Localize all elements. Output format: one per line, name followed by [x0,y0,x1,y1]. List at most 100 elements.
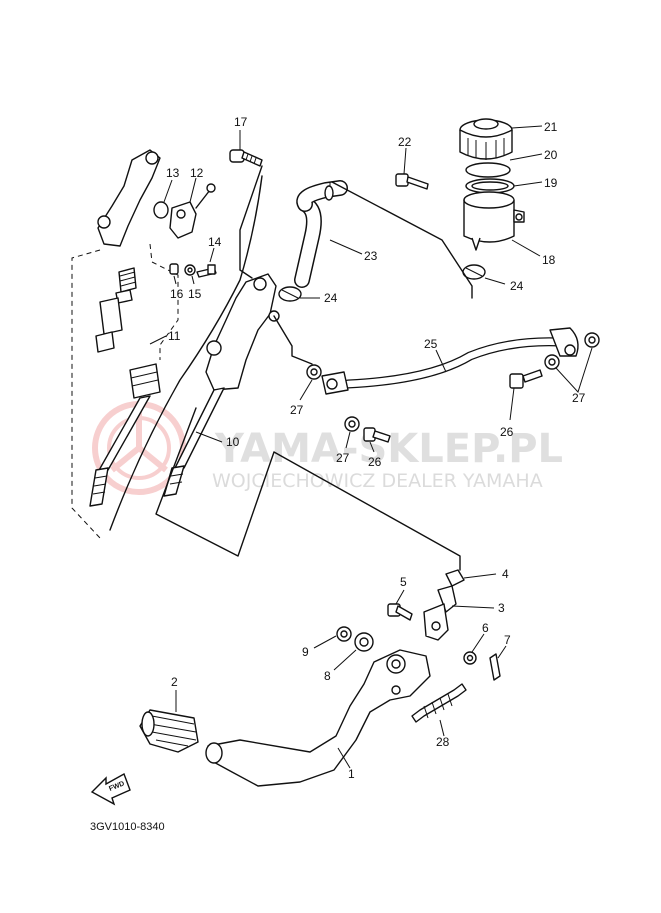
watermark-subtitle: WOJCIECHOWICZ DEALER YAMAHA [212,470,543,492]
label-part-20: 20 [544,148,558,162]
label-part-27-middle: 27 [336,451,350,465]
leader-5 [395,589,405,605]
brake-pedal-1 [205,649,431,787]
joint-12 [169,183,216,239]
leader-27b [345,431,351,449]
leader-1 [337,747,351,769]
label-part-16: 16 [170,287,184,301]
union-bolt-26-right [509,369,543,389]
leader-26a [369,441,375,453]
label-part-22: 22 [398,135,412,149]
label-part-18: 18 [542,253,556,267]
label-part-3: 3 [498,601,505,615]
label-part-26-right: 26 [500,425,514,439]
leader-3 [451,605,495,609]
label-part-28: 28 [436,735,450,749]
master-cylinder-10 [163,273,280,497]
assembly-11-bracket [109,175,263,531]
label-part-4: 4 [502,567,509,581]
hose-guide-line [273,315,313,365]
clevis-3 [423,585,457,641]
leader-19 [513,181,543,187]
leader-27a [299,379,313,401]
leader-20 [509,153,543,161]
push-rod-assembly [89,363,161,507]
leader-25 [435,349,447,373]
label-part-9: 9 [302,645,309,659]
label-part-26-left: 26 [368,455,382,469]
leader-18 [511,239,541,257]
bolt-14 [196,264,217,278]
pedal-guide-line [155,407,461,571]
master-cylinder-bracket [97,149,161,247]
label-part-17: 17 [234,115,248,129]
label-part-23: 23 [364,249,378,263]
leader-22 [403,147,407,175]
nut-4 [445,569,465,587]
footrest-rubber-2 [139,709,199,753]
washer-27-a [306,364,322,380]
washer-15 [184,264,196,276]
label-part-19: 19 [544,176,558,190]
leader-13 [163,179,173,203]
washer-27-b [344,416,360,432]
leader-24b [484,277,506,285]
spring-cup [95,267,137,353]
union-bolt-26-left [363,427,391,443]
washer-8 [354,632,374,652]
washer-9 [336,626,352,642]
reservoir-cap-21 [459,118,513,160]
leader-11 [149,335,167,345]
label-part-8: 8 [324,669,331,683]
label-part-14: 14 [208,235,222,249]
hose-clip-24-left [278,286,302,302]
bolt-17 [229,149,263,167]
reservoir-guide-line [331,181,473,299]
leader-9 [313,635,337,649]
reservoir-tank-18 [463,191,525,251]
leader-10 [195,431,223,443]
leader-14 [209,247,215,263]
diaphragm-20 [465,162,511,178]
label-part-24-upper: 24 [324,291,338,305]
washer-27-d [584,332,600,348]
label-part-6: 6 [482,621,489,635]
label-part-24-reservoir: 24 [510,279,524,293]
gasket-19 [465,178,515,194]
leader-16 [173,275,177,285]
pin-5 [387,603,413,621]
label-part-25: 25 [424,337,438,351]
label-part-7: 7 [504,633,511,647]
leader-12 [189,177,197,203]
label-part-10: 10 [226,435,240,449]
leader-15 [191,275,195,285]
leader-26b [509,387,515,421]
label-part-15: 15 [188,287,202,301]
leader-21 [511,125,543,129]
nut-16 [169,263,179,275]
label-part-21: 21 [544,120,558,134]
hose-clip-24-right [462,264,486,280]
leader-27c [555,347,593,393]
brake-hose-25 [321,327,579,395]
leader-8 [333,649,357,671]
bolt17-guide-line [239,165,263,279]
label-part-2: 2 [171,675,178,689]
label-part-5: 5 [400,575,407,589]
label-part-11: 11 [168,329,181,343]
reservoir-hose-23 [294,180,348,288]
watermark-title: YAMA-SKLEP.PL [214,426,563,472]
cotter-pin-7 [489,653,501,681]
leader-4 [463,573,497,579]
label-part-27-left: 27 [290,403,304,417]
label-part-12: 12 [190,166,204,180]
label-part-13: 13 [166,166,180,180]
leader-6 [471,633,485,653]
leader-7 [497,645,507,659]
leader-28 [439,719,445,737]
return-spring-28 [411,683,467,723]
front-arrow-icon: FWD [90,772,131,806]
washer-6 [463,651,477,665]
diagram-code: 3GV1010-8340 [90,821,165,833]
